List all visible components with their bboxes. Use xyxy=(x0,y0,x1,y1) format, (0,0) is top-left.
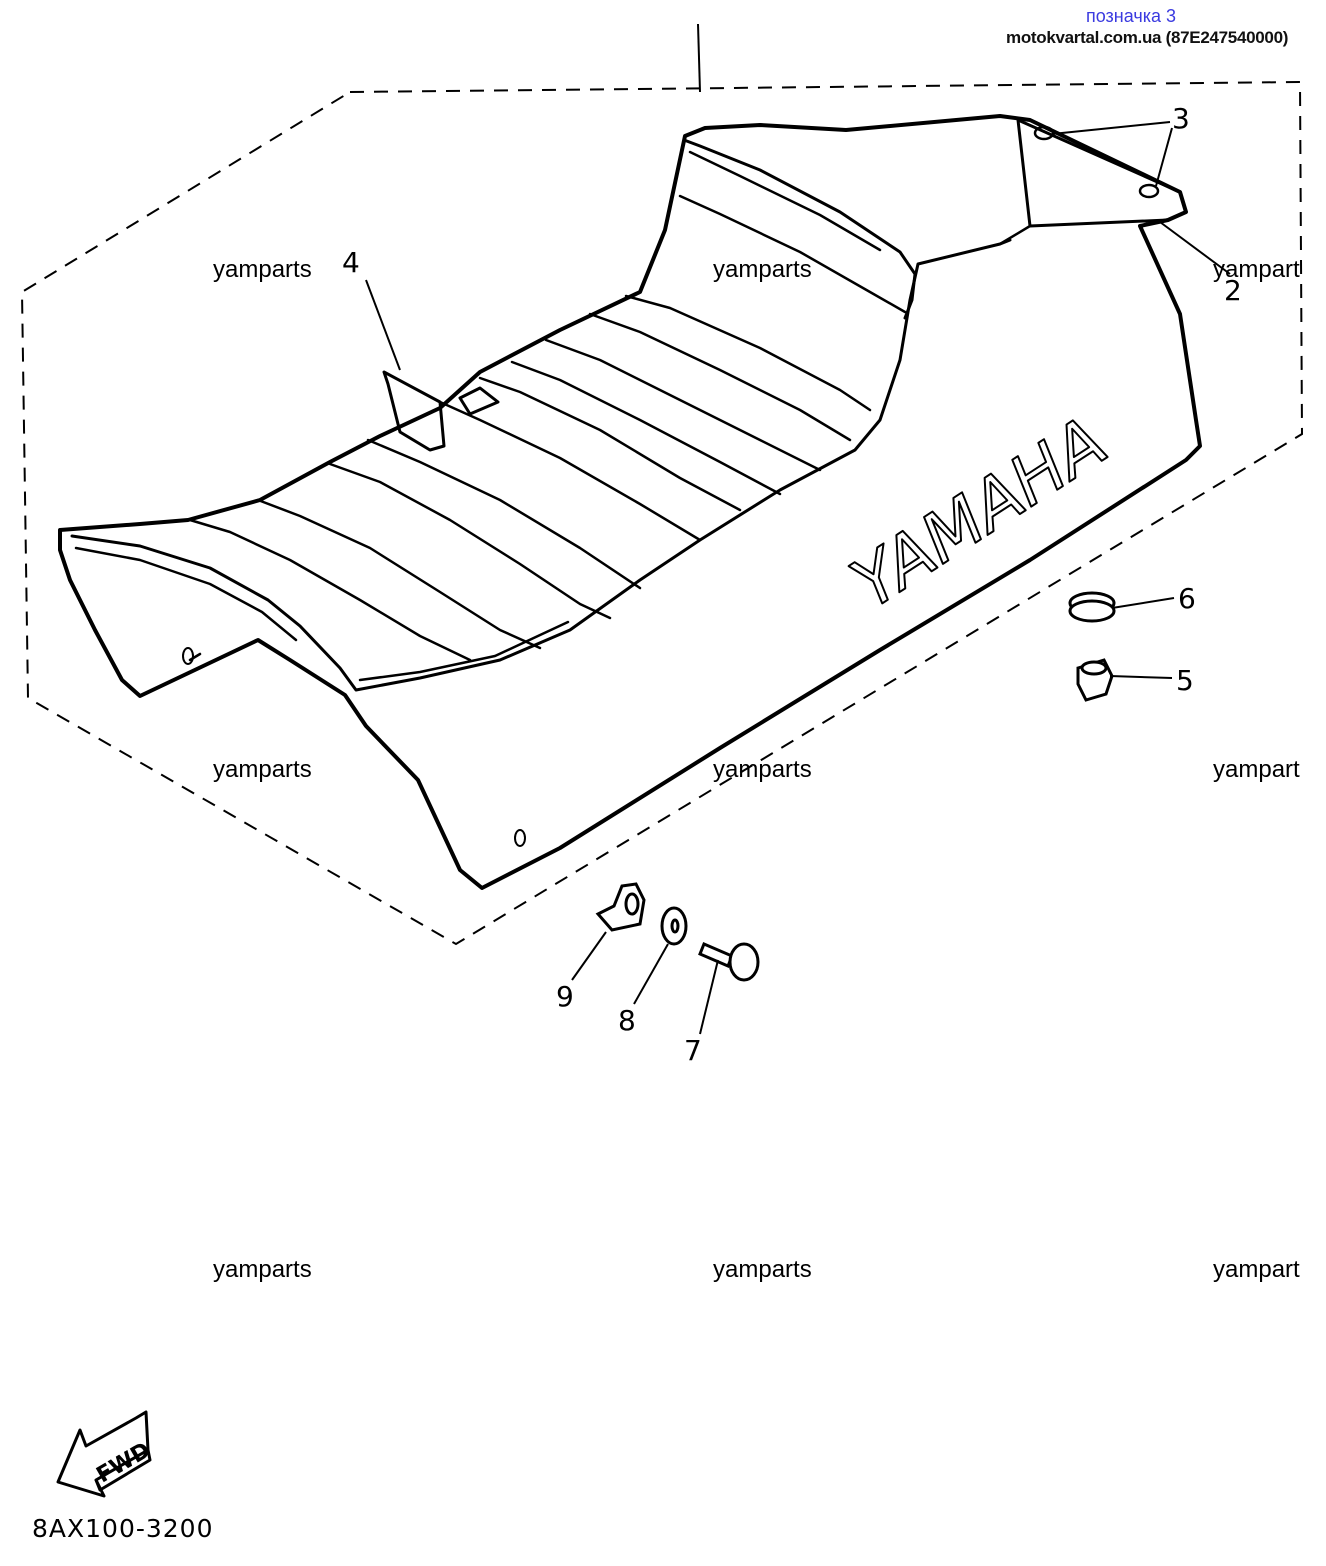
header-site: motokvartal.com.ua (87E247540000) xyxy=(1006,28,1289,47)
callout-3: 3 xyxy=(1172,102,1190,135)
callout-4: 4 xyxy=(342,246,360,279)
callout-2: 2 xyxy=(1224,274,1242,307)
watermark: yamparts xyxy=(713,1256,812,1283)
callout-6: 6 xyxy=(1178,582,1196,615)
watermark: yampart xyxy=(1213,256,1300,283)
watermark: yamparts xyxy=(713,756,812,783)
watermark: yampart xyxy=(1213,1256,1300,1283)
assembly-boundary xyxy=(20,80,1304,946)
fwd-arrow-icon: FWD xyxy=(56,1410,155,1498)
watermark: yamparts xyxy=(213,256,312,283)
watermark: yamparts xyxy=(713,256,812,283)
callout-1-leader xyxy=(697,23,701,93)
header-link[interactable]: позначка 3 xyxy=(1086,6,1177,26)
callout-5: 5 xyxy=(1176,664,1194,697)
watermark: yamparts xyxy=(213,1256,312,1283)
hardware-parts xyxy=(595,591,1116,982)
callout-7: 7 xyxy=(684,1034,702,1067)
callout-9: 9 xyxy=(556,980,574,1013)
callout-leaders xyxy=(365,121,1231,1035)
watermark: yampart xyxy=(1213,756,1300,783)
diagram-code: 8AX100-3200 xyxy=(32,1514,214,1543)
callout-8: 8 xyxy=(618,1004,636,1037)
watermark: yamparts xyxy=(213,756,312,783)
